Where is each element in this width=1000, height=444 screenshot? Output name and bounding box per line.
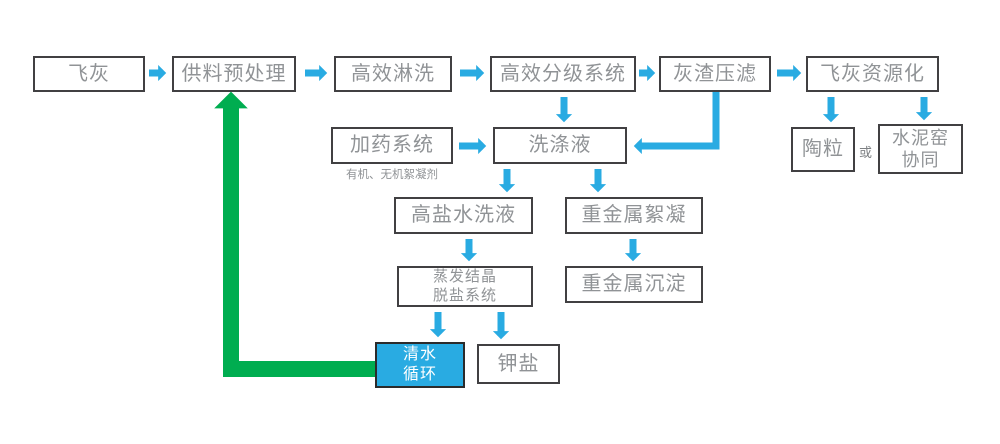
node-heavy-metal-flocculation: 重金属絮凝 — [565, 197, 703, 234]
node-ash-filter-press: 灰渣压滤 — [659, 56, 771, 92]
node-washing-liquid: 洗涤液 — [493, 127, 627, 164]
node-cement-kiln-codisposal: 水泥窑 协同 — [878, 124, 963, 174]
dosing-system-note: 有机、无机絮凝剂 — [346, 169, 438, 181]
node-fly-ash-recycling: 飞灰资源化 — [806, 56, 939, 92]
node-classification-system: 高效分级系统 — [490, 56, 636, 92]
node-dosing-system: 加药系统 — [331, 127, 453, 164]
node-evaporation-desalination: 蒸发结晶 脱盐系统 — [397, 266, 533, 307]
arrow-filter-press-to-washing-liquid — [633, 92, 720, 155]
node-feed-pretreatment: 供料预处理 — [172, 56, 296, 92]
node-potassium-salt: 钾盐 — [477, 344, 560, 384]
node-clean-water-cycle: 清水 循环 — [375, 342, 465, 388]
node-efficient-rinsing: 高效淋洗 — [334, 56, 452, 92]
node-high-salt-wash-liquid: 高盐水洗液 — [394, 197, 533, 234]
or-connector-label: 或 — [859, 145, 873, 160]
node-fly-ash: 飞灰 — [33, 56, 145, 92]
arrow-clean-water-to-feed-pretreatment — [214, 91, 375, 377]
node-ceramsite: 陶粒 — [791, 127, 855, 172]
node-heavy-metal-precipitation: 重金属沉淀 — [565, 266, 703, 303]
